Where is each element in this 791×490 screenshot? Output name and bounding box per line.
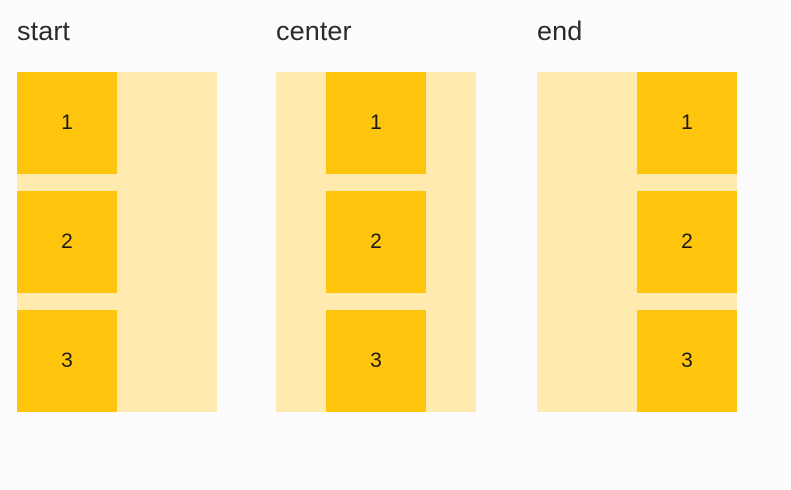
flex-item: 1 bbox=[17, 72, 117, 174]
flex-item: 3 bbox=[637, 310, 737, 412]
flex-container-center: 1 2 3 bbox=[276, 72, 476, 412]
flex-item: 2 bbox=[637, 191, 737, 293]
flex-container-end: 1 2 3 bbox=[537, 72, 737, 412]
flex-item: 1 bbox=[326, 72, 426, 174]
column-label-start: start bbox=[17, 16, 71, 46]
column-label-end: end bbox=[537, 16, 583, 46]
flex-item: 3 bbox=[326, 310, 426, 412]
flex-item: 1 bbox=[637, 72, 737, 174]
column-label-center: center bbox=[276, 16, 352, 46]
flex-item: 2 bbox=[326, 191, 426, 293]
flex-item: 3 bbox=[17, 310, 117, 412]
flex-item: 2 bbox=[17, 191, 117, 293]
flex-container-start: 1 2 3 bbox=[17, 72, 217, 412]
